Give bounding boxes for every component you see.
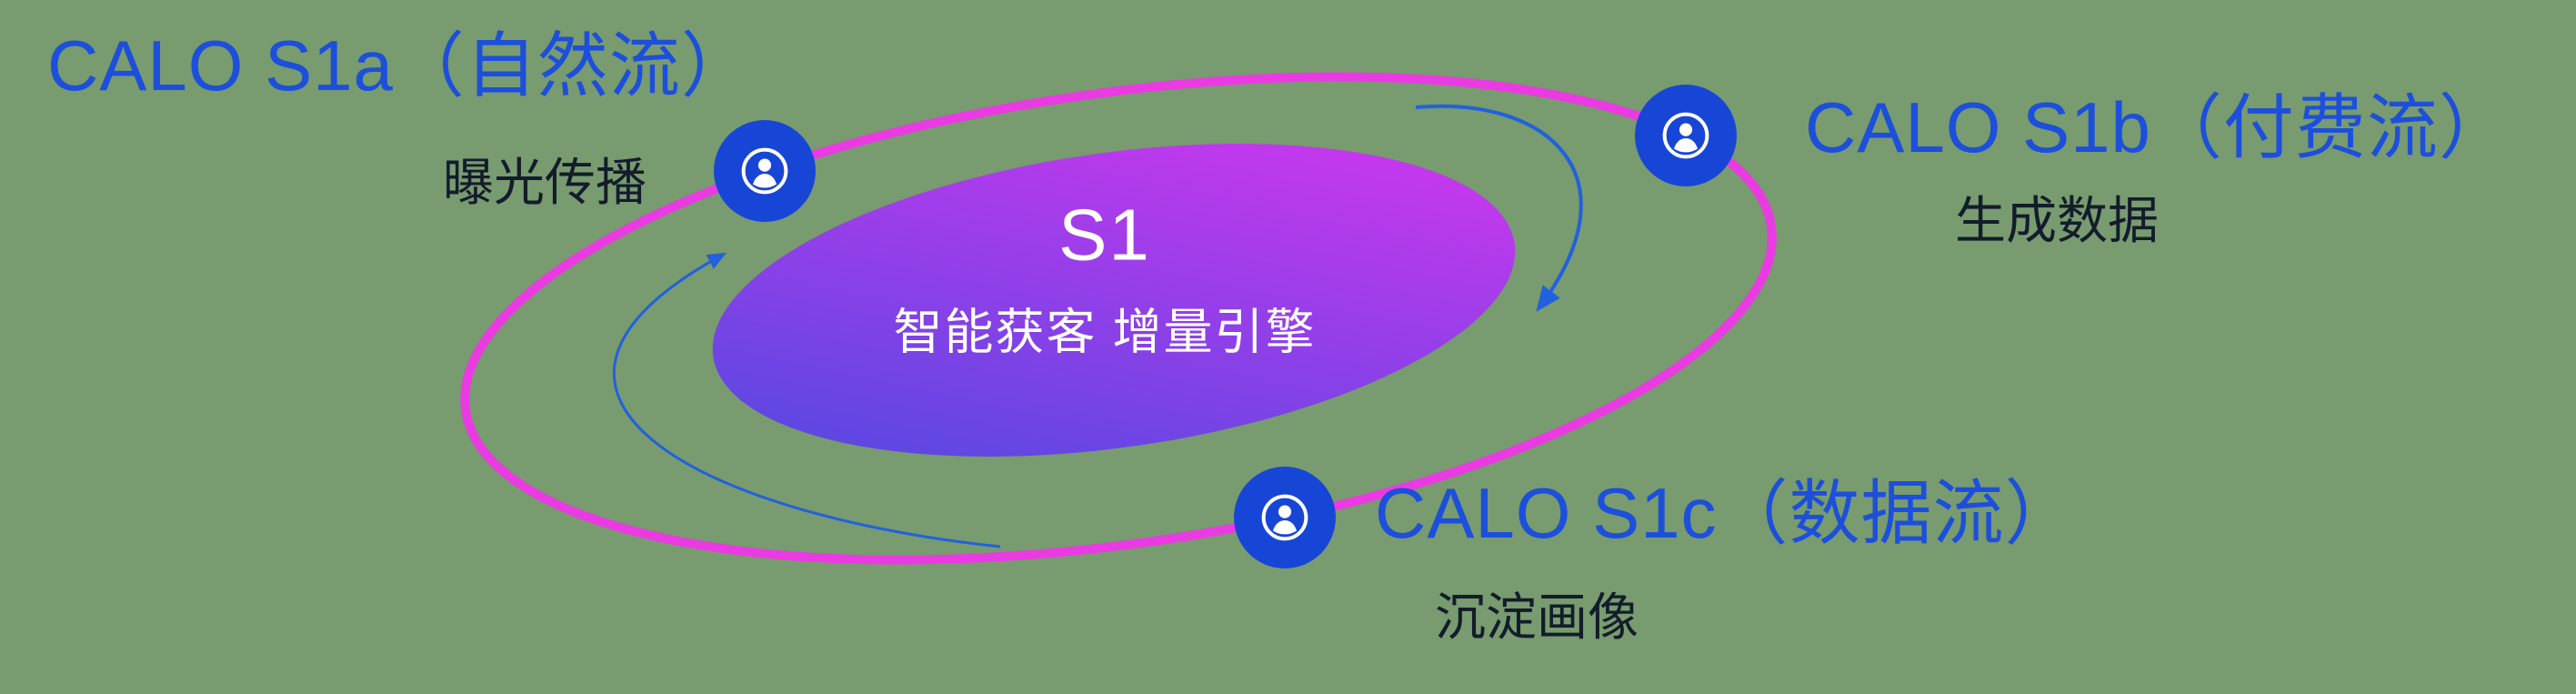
user-icon <box>741 147 788 195</box>
user-icon <box>1261 494 1308 541</box>
label-s1c: CALO S1c（数据流） <box>1375 473 2077 553</box>
orbit-ring-ellipse <box>460 72 1777 565</box>
label-s1b: CALO S1b（付费流） <box>1805 87 2511 167</box>
core-subtitle: 智能获客 增量引擎 <box>893 305 1317 360</box>
user-icon <box>1662 112 1709 159</box>
sublabel-s1a: 曝光传播 <box>443 154 647 211</box>
node-badge-s1b <box>1635 85 1737 186</box>
core-label-group: S1 智能获客 增量引擎 <box>893 194 1316 364</box>
core-gradient-ellipse <box>712 144 1516 457</box>
sublabel-s1c: 沉淀画像 <box>1435 588 1639 646</box>
flow-arrow-left <box>613 252 1001 548</box>
node-badge-s1c <box>1234 467 1336 568</box>
sublabel-s1b: 生成数据 <box>1955 192 2159 249</box>
node-badge-s1a <box>714 120 816 222</box>
core-title: S1 <box>1058 194 1151 276</box>
label-s1a: CALO S1a（自然流） <box>47 25 753 106</box>
flow-arrow-right <box>1415 104 1583 312</box>
